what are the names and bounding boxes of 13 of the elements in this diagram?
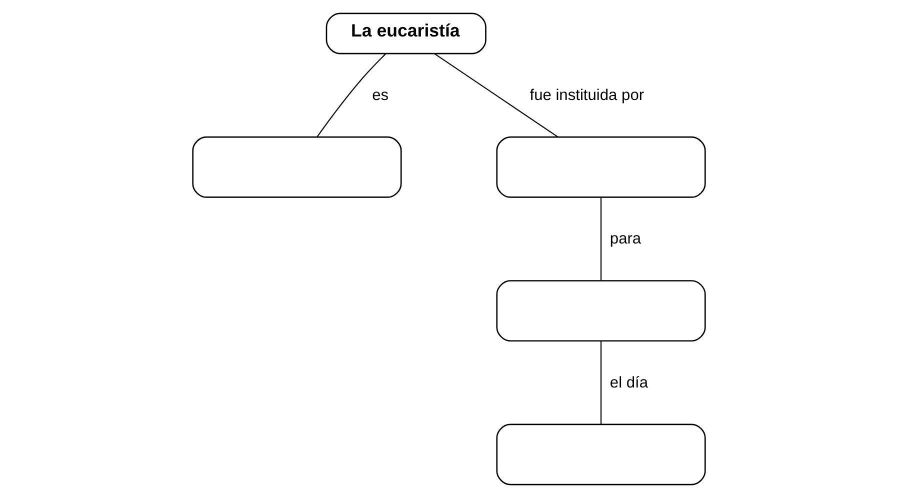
node-box [192,136,402,198]
connector [434,52,558,137]
node-box: La eucaristía [326,12,486,54]
node-box [496,423,706,485]
edge-label: para [610,230,642,248]
edge-label: es [372,86,389,104]
edge-label: el día [610,374,648,391]
edge-label: fue instituida por [530,86,644,104]
connector [316,53,386,136]
node-box [496,136,706,198]
node-box [496,280,706,342]
connector [600,196,602,280]
connector [600,340,602,424]
